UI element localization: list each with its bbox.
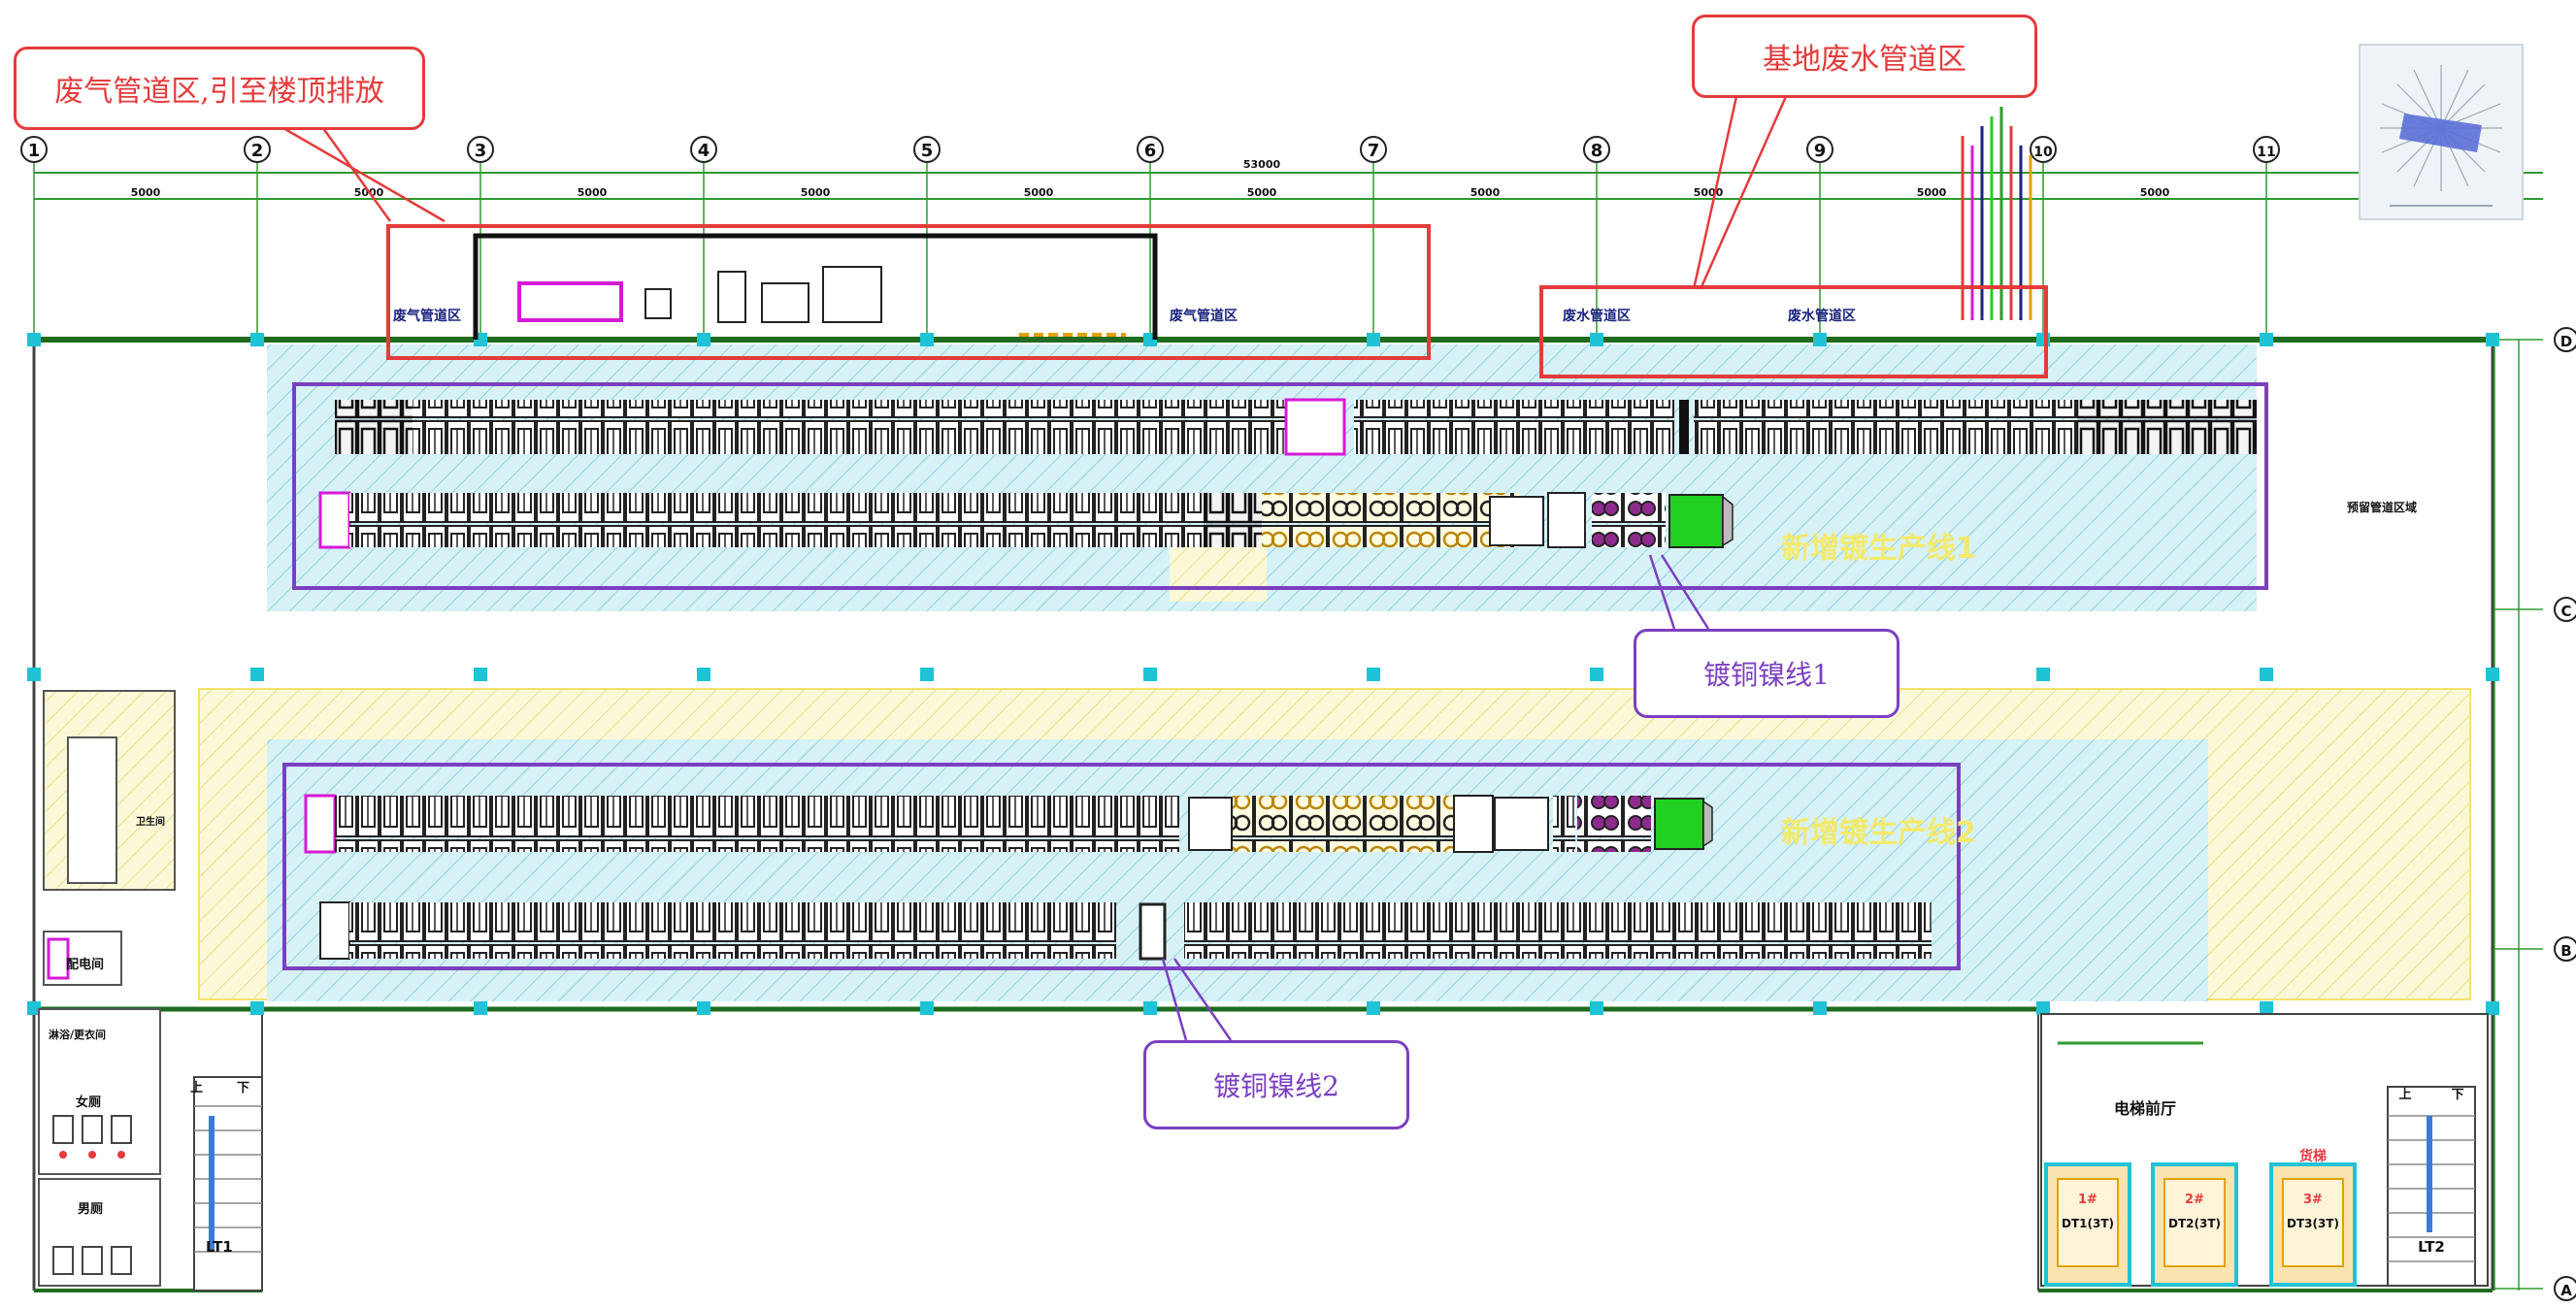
svg-text:新增镀生产线2: 新增镀生产线2 — [1781, 816, 1976, 850]
svg-text:女厕: 女厕 — [76, 1095, 101, 1110]
wastewater-zone-highlight — [1539, 285, 2048, 378]
svg-text:5000: 5000 — [578, 186, 608, 199]
line2-boundary — [282, 763, 1961, 970]
svg-text:DT1(3T): DT1(3T) — [2062, 1217, 2114, 1230]
svg-text:A: A — [2560, 1282, 2572, 1299]
svg-text:C: C — [2560, 603, 2571, 620]
pipe-zone-labels: 废气管道区 废气管道区 废水管道区 废水管道区 — [393, 308, 1856, 324]
svg-text:5000: 5000 — [1247, 186, 1277, 199]
svg-text:2#: 2# — [2185, 1193, 2204, 1207]
compass-icon — [2359, 44, 2524, 220]
axis-D: D — [2554, 327, 2576, 352]
axis-5: 5 — [913, 136, 941, 163]
svg-text:废气管道区: 废气管道区 — [393, 308, 461, 324]
service-rooms — [38, 690, 263, 1292]
axis-4: 4 — [690, 136, 717, 163]
svg-text:1: 1 — [28, 141, 41, 161]
axis-2: 2 — [244, 136, 271, 163]
svg-text:5000: 5000 — [1470, 186, 1501, 199]
axis-C: C — [2554, 597, 2576, 622]
svg-text:DT3(3T): DT3(3T) — [2287, 1217, 2339, 1230]
dimension-text: 53000 5000 5000 5000 5000 5000 5000 5000… — [131, 158, 2170, 199]
svg-text:废水管道区: 废水管道区 — [1563, 308, 1631, 324]
divider-strip — [1170, 543, 1267, 602]
svg-text:电梯前厅: 电梯前厅 — [2114, 1099, 2176, 1118]
svg-text:卫生间: 卫生间 — [136, 815, 165, 828]
svg-text:8: 8 — [1591, 141, 1603, 161]
wastewater-zone-callout: 基地废水管道区 — [1692, 15, 2037, 98]
svg-text:男厕: 男厕 — [78, 1202, 103, 1217]
axis-11: 11 — [2253, 136, 2280, 163]
line2-callout: 镀铜镍线2 — [1143, 1040, 1409, 1129]
svg-text:3#: 3# — [2303, 1193, 2323, 1207]
svg-text:4: 4 — [698, 141, 710, 161]
svg-text:10: 10 — [2033, 145, 2053, 160]
exhaust-zone-highlight — [386, 224, 1431, 360]
svg-text:9: 9 — [1814, 141, 1827, 161]
svg-text:LT2: LT2 — [2418, 1238, 2445, 1256]
columns — [27, 333, 2499, 1015]
svg-text:配电间: 配电间 — [66, 957, 104, 972]
axis-7: 7 — [1360, 136, 1387, 163]
svg-text:2: 2 — [251, 141, 264, 161]
line2-inner-zone — [267, 739, 2208, 1001]
svg-text:淋浴/更衣间: 淋浴/更衣间 — [49, 1028, 106, 1041]
plating-line-2 — [304, 794, 1932, 961]
axis-B: B — [2554, 936, 2576, 962]
svg-text:废水管道区: 废水管道区 — [1788, 308, 1856, 324]
svg-text:D: D — [2560, 333, 2572, 350]
plating-line-1 — [318, 398, 2257, 549]
svg-text:LT1: LT1 — [206, 1238, 233, 1256]
service-room-labels: 卫生间 配电间 淋浴/更衣间 女厕 男厕 上 下 LT1 — [49, 815, 249, 1256]
svg-text:废气管道区: 废气管道区 — [1170, 308, 1238, 324]
svg-text:上: 上 — [190, 1081, 203, 1095]
exhaust-zone-callout: 废气管道区,引至楼顶排放 — [14, 47, 425, 130]
axis-10: 10 — [2030, 136, 2057, 163]
elevator-hall — [2040, 1013, 2489, 1287]
exhaust-equipment — [473, 233, 1158, 340]
svg-text:DT2(3T): DT2(3T) — [2168, 1217, 2221, 1230]
axis-9: 9 — [1806, 136, 1833, 163]
dimension-lines — [34, 172, 2543, 200]
axis-3: 3 — [467, 136, 494, 163]
svg-text:5000: 5000 — [801, 186, 831, 199]
svg-text:5000: 5000 — [1917, 186, 1947, 199]
svg-text:下: 下 — [237, 1081, 249, 1095]
axis-1: 1 — [20, 136, 48, 163]
svg-text:货梯: 货梯 — [2298, 1148, 2327, 1164]
svg-text:新增镀生产线1: 新增镀生产线1 — [1781, 532, 1976, 566]
axis-bubbles: 1 2 3 4 5 6 7 8 9 10 11 D C B A — [20, 136, 2576, 1301]
svg-text:5000: 5000 — [1694, 186, 1724, 199]
svg-text:6: 6 — [1144, 141, 1157, 161]
svg-text:上: 上 — [2398, 1088, 2411, 1102]
axis-8: 8 — [1583, 136, 1610, 163]
overall-dimension: 53000 — [1243, 158, 1281, 171]
svg-text:7: 7 — [1368, 141, 1380, 161]
axis-grid-lines — [33, 163, 2543, 1290]
line1-boundary — [292, 382, 2268, 590]
production-line-labels: 新增镀生产线1 新增镀生产线2 — [1781, 532, 1976, 850]
axis-6: 6 — [1137, 136, 1164, 163]
svg-text:1#: 1# — [2078, 1193, 2097, 1207]
callout-leaders — [276, 91, 1790, 1041]
svg-text:11: 11 — [2257, 145, 2275, 160]
svg-text:3: 3 — [475, 141, 487, 161]
reserved-area-label: 预留管道区域 — [2347, 500, 2417, 514]
svg-text:5: 5 — [921, 141, 934, 161]
svg-text:5000: 5000 — [2140, 186, 2170, 199]
svg-text:5000: 5000 — [1024, 186, 1054, 199]
line1-callout: 镀铜镍线1 — [1634, 629, 1899, 718]
svg-text:B: B — [2560, 942, 2571, 960]
elevator-labels: 电梯前厅 货梯 1# 2# 3# DT1(3T) DT2(3T) DT3(3T)… — [2062, 1088, 2464, 1256]
svg-text:下: 下 — [2451, 1088, 2463, 1102]
svg-text:5000: 5000 — [131, 186, 161, 199]
building-walls — [32, 337, 2520, 1292]
axis-A: A — [2554, 1276, 2576, 1301]
